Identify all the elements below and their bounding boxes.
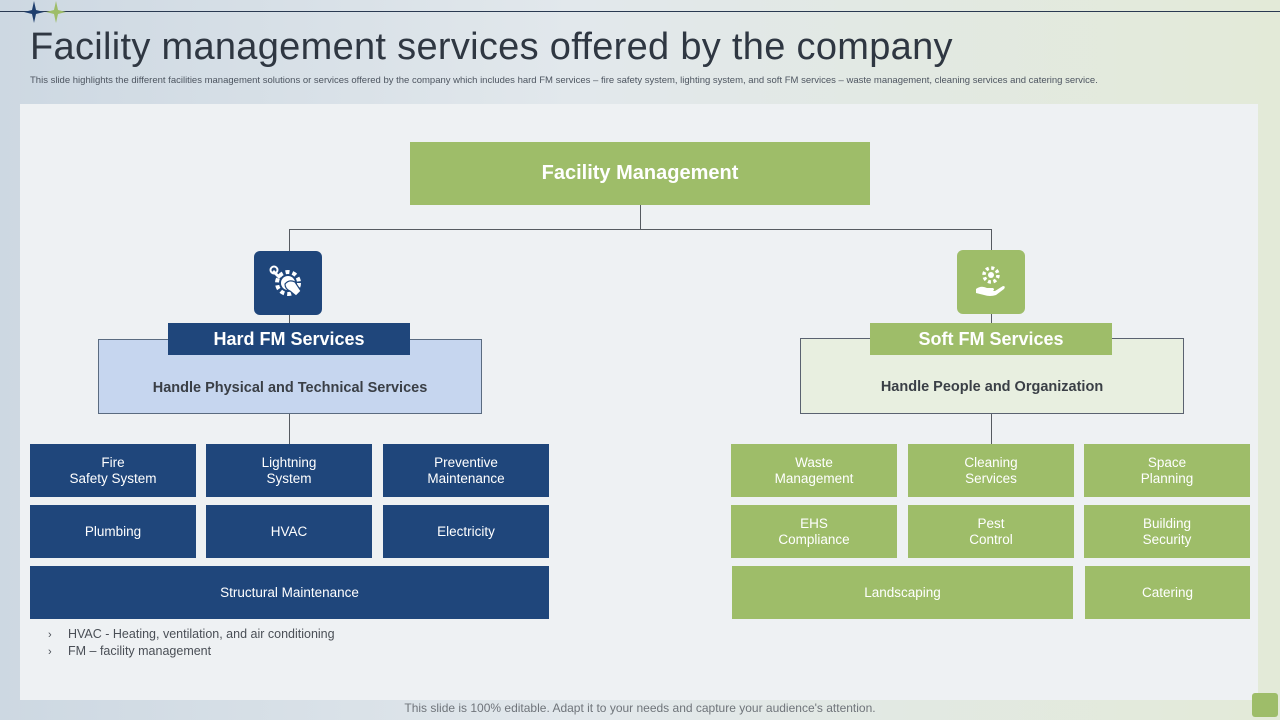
hard-item-lightning-system: Lightning System [206,444,372,497]
soft-item-ehs-compliance: EHS Compliance [731,505,897,558]
navy-star-icon [24,1,44,23]
hard-item-fire-safety-system: Fire Safety System [30,444,196,497]
soft-fm-label: Soft FM Services [870,323,1112,355]
green-star-icon [46,1,66,23]
soft-item-building-security: Building Security [1084,505,1250,558]
note-item: › FM – facility management [48,643,335,660]
connector-hard-icon [289,315,290,323]
chevron-right-icon: › [48,646,52,658]
gear-in-hand-icon [976,266,1005,296]
hard-item-structural-maintenance: Structural Maintenance [30,566,549,619]
corner-square [1252,693,1278,717]
hard-item-preventive-maintenance: Preventive Maintenance [383,444,549,497]
chevron-right-icon: › [48,629,52,641]
soft-item-landscaping: Landscaping [732,566,1073,619]
soft-item-pest-control: Pest Control [908,505,1074,558]
root-node: Facility Management [410,142,870,205]
page-title: Facility management services offered by … [30,26,953,68]
connector-hard-items [289,414,290,444]
hard-fm-label: Hard FM Services [168,323,410,355]
footer-text: This slide is 100% editable. Adapt it to… [404,701,876,715]
connector-horizontal [289,229,992,230]
soft-item-waste-management: Waste Management [731,444,897,497]
connector-root-down [640,205,641,229]
abbreviation-notes: › HVAC - Heating, ventilation, and air co… [48,626,335,660]
soft-item-catering: Catering [1085,566,1250,619]
connector-soft-items [991,414,992,444]
connector-to-hard [289,229,290,251]
page-subtitle: This slide highlights the different faci… [30,75,1098,86]
top-rule [0,11,1280,12]
note-text: HVAC - Heating, ventilation, and air con… [68,627,335,641]
soft-item-space-planning: Space Planning [1084,444,1250,497]
soft-fm-icon-box [957,250,1025,314]
hard-item-hvac: HVAC [206,505,372,558]
note-item: › HVAC - Heating, ventilation, and air co… [48,626,335,643]
decorative-stars [24,1,66,23]
hard-item-electricity: Electricity [383,505,549,558]
hard-fm-icon-box [254,251,322,315]
connector-soft-icon [991,314,992,323]
hard-item-plumbing: Plumbing [30,505,196,558]
connector-to-soft [991,229,992,250]
soft-item-cleaning-services: Cleaning Services [908,444,1074,497]
note-text: FM – facility management [68,644,212,658]
gear-wrench-hand-icon [269,265,302,297]
